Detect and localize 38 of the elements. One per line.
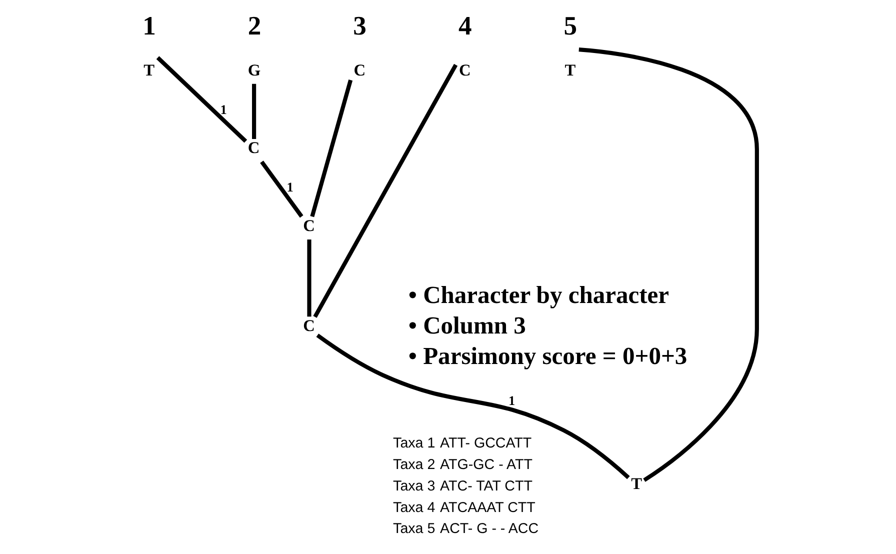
edge-label: 1 (286, 180, 293, 195)
node-text: T (143, 60, 154, 80)
connector (316, 334, 630, 480)
edge-label: 1 (220, 102, 226, 117)
node-label: 3 (352, 10, 366, 41)
connector (306, 239, 311, 317)
label: Taxa 4 (392, 500, 435, 516)
connector (260, 160, 303, 218)
label: • Column 3 (408, 312, 526, 340)
label: ATCAAAT CTT (440, 500, 535, 516)
node-text: C (247, 138, 260, 158)
connector (252, 84, 256, 139)
node-label: 2 (247, 10, 261, 41)
label: Taxa 1 (392, 435, 435, 452)
node-label: 1 (142, 10, 156, 41)
node-label: 5 (563, 10, 577, 41)
node-text: T (564, 60, 576, 80)
label: Taxa 3 (392, 478, 435, 494)
node-label: 4 (458, 10, 472, 41)
node-text: C (302, 316, 314, 335)
node-text: C (353, 60, 366, 80)
label: ATG-GC - ATT (440, 456, 532, 473)
node-text: G (247, 60, 260, 80)
label: ATT- GCCATT (440, 435, 532, 452)
node-text: C (302, 216, 314, 235)
connector (312, 64, 458, 318)
connector (578, 48, 758, 482)
connector (156, 56, 247, 143)
label: • Parsimony score = 0+0+3 (408, 343, 687, 370)
label: Taxa 2 (392, 456, 435, 473)
label: Taxa 5 (392, 521, 435, 538)
connector (310, 80, 352, 218)
label: ATC- TAT CTT (440, 478, 532, 494)
label: • Character by character (408, 282, 669, 309)
node-text: C (458, 60, 470, 80)
edge-label: 1 (508, 393, 515, 408)
label: ACT- G - - ACC (440, 521, 538, 538)
node-text: T (630, 474, 642, 493)
